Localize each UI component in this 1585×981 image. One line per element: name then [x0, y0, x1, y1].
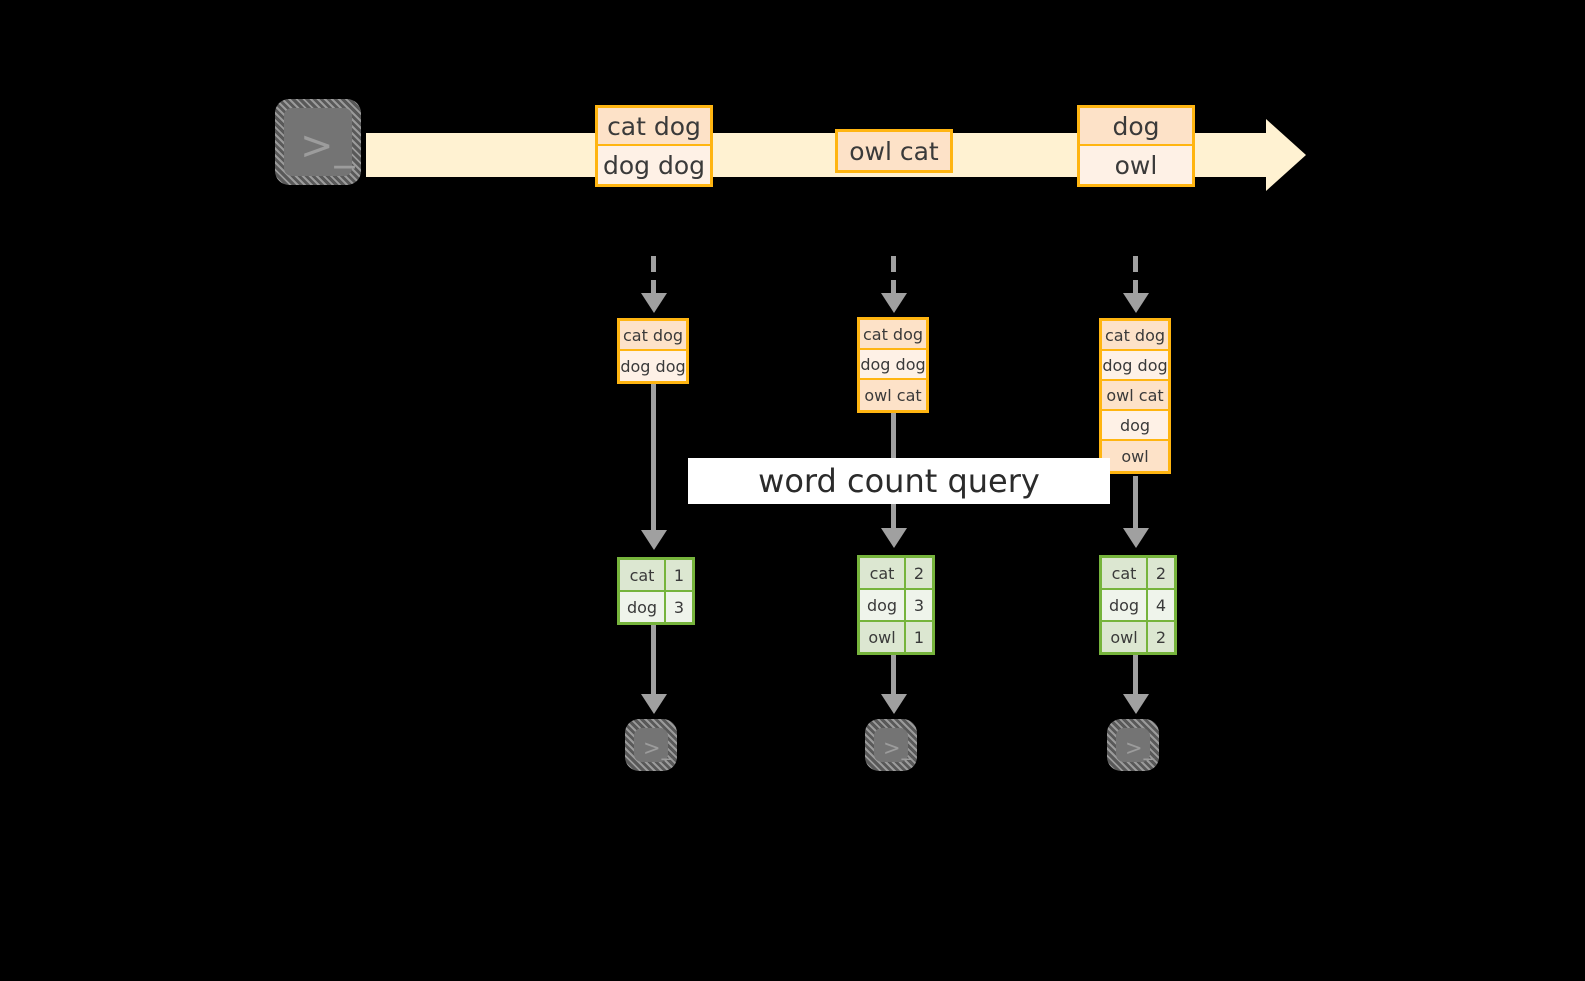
terminal-body [1116, 728, 1150, 762]
result-count: 1 [666, 560, 692, 590]
snapshot-1-trigger-line [651, 256, 656, 298]
table-row: cat 2 [860, 558, 932, 590]
table-row: owl 2 [1102, 622, 1174, 652]
record-line: cat dog [598, 108, 710, 146]
terminal-body [284, 108, 352, 176]
stream-batch-2[interactable]: owl cat [835, 129, 953, 173]
snapshot-3-sink-arrowhead [1123, 694, 1149, 714]
snapshot-2-trigger-arrowhead [881, 293, 907, 313]
result-word: dog [620, 592, 666, 622]
result-count: 3 [906, 590, 932, 620]
snapshot-3-sink-line [1133, 650, 1138, 698]
result-word: owl [860, 622, 906, 652]
input-line: dog dog [860, 350, 926, 380]
input-line: dog [1102, 411, 1168, 441]
snapshot-3-query-arrowhead [1123, 528, 1149, 548]
terminal-prompt-glyph: >_ [643, 736, 674, 760]
input-line: cat dog [620, 321, 686, 351]
snapshot-3-sink-terminal-icon: >_ [1107, 719, 1159, 771]
stream-batch-1[interactable]: cat dog dog dog [595, 105, 713, 187]
result-word: dog [860, 590, 906, 620]
snapshot-1-query-arrowhead [641, 530, 667, 550]
record-line: dog [1080, 108, 1192, 146]
snapshot-2-sink-line [891, 650, 896, 698]
terminal-body [874, 728, 908, 762]
input-line: owl cat [860, 380, 926, 410]
table-row: cat 1 [620, 560, 692, 592]
result-word: cat [620, 560, 666, 590]
word-count-query-label: word count query [688, 458, 1110, 504]
stream-arrowhead [1266, 119, 1306, 191]
result-word: owl [1102, 622, 1148, 652]
input-line: owl cat [1102, 381, 1168, 411]
snapshot-2-query-arrowhead [881, 528, 907, 548]
terminal-prompt-glyph: >_ [1125, 736, 1156, 760]
result-count: 4 [1148, 590, 1174, 620]
snapshot-2-input-table[interactable]: cat dog dog dog owl cat [857, 317, 929, 413]
snapshot-1-sink-arrowhead [641, 694, 667, 714]
result-count: 2 [906, 558, 932, 588]
snapshot-3-query-line [1133, 476, 1138, 532]
snapshot-3-input-table[interactable]: cat dog dog dog owl cat dog owl [1099, 318, 1171, 474]
input-line: cat dog [860, 320, 926, 350]
input-line: cat dog [1102, 321, 1168, 351]
terminal-prompt-glyph: >_ [300, 123, 356, 169]
source-terminal-icon: >_ [275, 99, 361, 185]
table-row: dog 3 [620, 592, 692, 622]
snapshot-1-query-line [651, 382, 656, 534]
result-count: 3 [666, 592, 692, 622]
snapshot-2-sink-arrowhead [881, 694, 907, 714]
snapshot-2-result-table[interactable]: cat 2 dog 3 owl 1 [857, 555, 935, 655]
terminal-prompt-glyph: >_ [883, 736, 914, 760]
result-word: dog [1102, 590, 1148, 620]
snapshot-1-sink-terminal-icon: >_ [625, 719, 677, 771]
result-word: cat [860, 558, 906, 588]
snapshot-3-result-table[interactable]: cat 2 dog 4 owl 2 [1099, 555, 1177, 655]
result-count: 2 [1148, 558, 1174, 588]
terminal-body [634, 728, 668, 762]
input-line: dog dog [620, 351, 686, 381]
record-line: owl [1080, 146, 1192, 184]
input-line: owl [1102, 441, 1168, 471]
result-word: cat [1102, 558, 1148, 588]
record-line: dog dog [598, 146, 710, 184]
table-row: cat 2 [1102, 558, 1174, 590]
table-row: dog 3 [860, 590, 932, 622]
snapshot-1-trigger-arrowhead [641, 293, 667, 313]
snapshot-1-input-table[interactable]: cat dog dog dog [617, 318, 689, 384]
stream-batch-3[interactable]: dog owl [1077, 105, 1195, 187]
table-row: dog 4 [1102, 590, 1174, 622]
record-line: owl cat [838, 132, 950, 170]
table-row: owl 1 [860, 622, 932, 652]
snapshot-1-result-table[interactable]: cat 1 dog 3 [617, 557, 695, 625]
snapshot-2-trigger-line [891, 256, 896, 298]
snapshot-1-sink-line [651, 620, 656, 698]
snapshot-3-trigger-line [1133, 256, 1138, 298]
input-line: dog dog [1102, 351, 1168, 381]
result-count: 1 [906, 622, 932, 652]
result-count: 2 [1148, 622, 1174, 652]
snapshot-2-sink-terminal-icon: >_ [865, 719, 917, 771]
snapshot-3-trigger-arrowhead [1123, 293, 1149, 313]
